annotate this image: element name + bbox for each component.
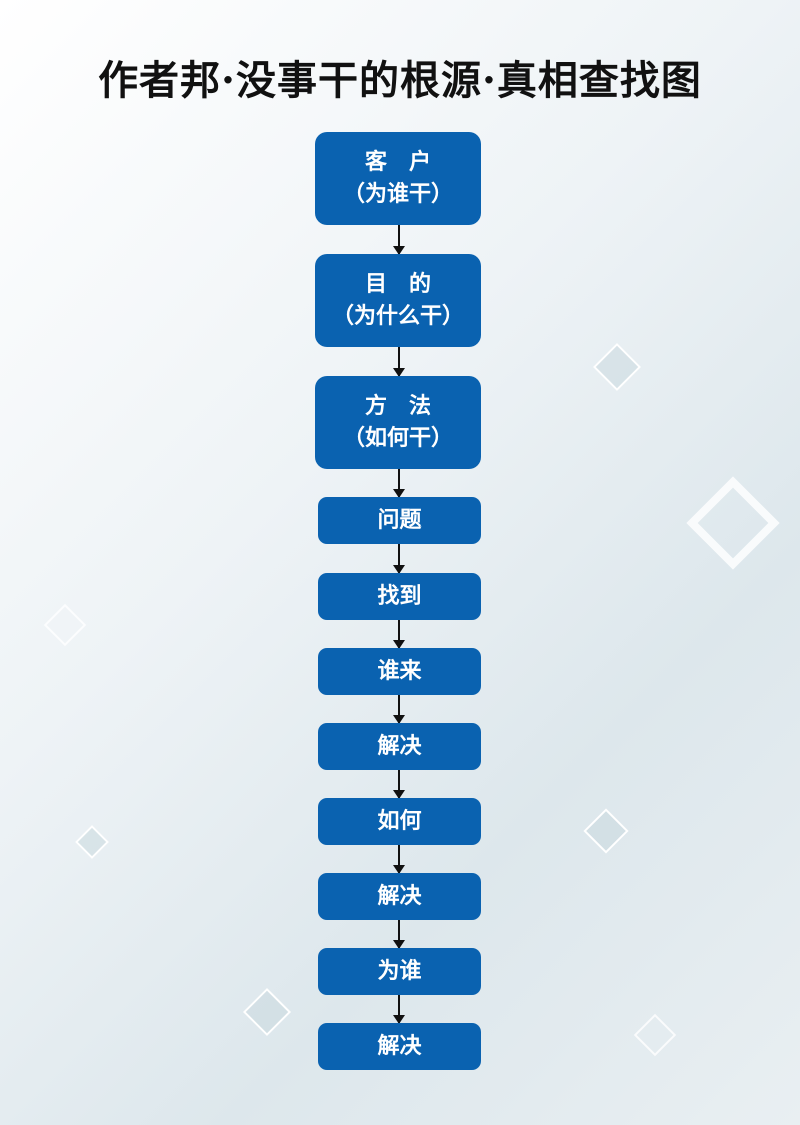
step-solve-3: 解决 [318,1023,481,1070]
step-label: 解决 [377,1033,422,1059]
decor-square [242,987,292,1037]
step-find: 找到 [318,573,481,620]
step-label: 目 的 [364,271,431,297]
step-label: 方 法 [364,393,431,419]
step-customer: 客 户 （为谁干） [315,132,481,225]
step-solve: 解决 [318,723,481,770]
decor-square [583,808,629,854]
step-label: 问题 [377,507,422,533]
step-sublabel: （如何干） [342,425,453,451]
step-problem: 问题 [318,497,481,544]
step-purpose: 目 的 （为什么干） [315,254,481,347]
arrow [393,620,405,649]
arrow [393,995,405,1024]
decor-square [633,1013,677,1057]
step-label: 为谁 [377,958,422,984]
decor-square [686,476,780,570]
arrow [393,920,405,949]
step-who: 谁来 [318,648,481,695]
step-sublabel: （为什么干） [331,303,464,329]
step-for-whom: 为谁 [318,948,481,995]
arrow [393,770,405,799]
arrow [393,544,405,574]
step-solve-2: 解决 [318,873,481,920]
arrow [393,225,405,255]
arrow [393,845,405,874]
step-sublabel: （为谁干） [342,181,453,207]
step-label: 如何 [377,808,422,834]
step-label: 解决 [377,733,422,759]
step-label: 找到 [377,583,422,609]
step-label: 解决 [377,883,422,909]
arrow [393,347,405,377]
step-label: 谁来 [377,658,422,684]
step-method: 方 法 （如何干） [315,376,481,469]
step-label: 客 户 [364,149,431,175]
decor-square [43,603,87,647]
step-how: 如何 [318,798,481,845]
decor-square [592,342,642,392]
decor-square [75,825,109,859]
page-title: 作者邦·没事干的根源·真相查找图 [98,57,702,104]
arrow [393,469,405,498]
arrow [393,695,405,724]
